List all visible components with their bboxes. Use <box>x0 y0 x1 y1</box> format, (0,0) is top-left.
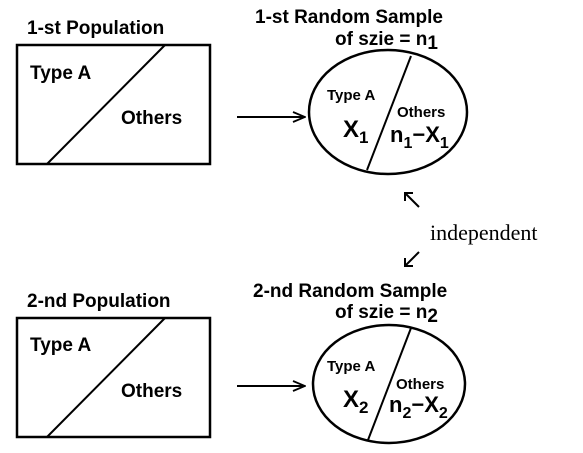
independence-arrow-down-icon <box>404 251 420 267</box>
population-2-divider <box>46 317 166 438</box>
sample-1-others-label: Others <box>397 104 445 121</box>
sample-2-type-a-label: Type A <box>327 358 376 375</box>
independence-arrow-down-head-icon <box>404 258 413 267</box>
sample-1-size-label: of szie = n1 <box>335 29 438 54</box>
sample-2-type-a-count: X2 <box>343 386 368 417</box>
sample-2-ellipse <box>311 323 467 445</box>
sample-2-others-label: Others <box>396 376 444 393</box>
independence-arrow-up-head-icon <box>404 192 413 201</box>
population-1-box <box>15 43 212 166</box>
independence-label: independent <box>430 220 538 245</box>
second-group: 2-nd Population Type A Others 2-nd Rando… <box>15 281 467 445</box>
sample-2-title: 2-nd Random Sample <box>253 281 447 302</box>
population-1-divider <box>46 44 166 165</box>
sample-1-ellipse <box>307 48 469 176</box>
sample-1-others-count: n1−X1 <box>390 122 449 152</box>
population-1-type-a-label: Type A <box>30 63 92 84</box>
sample-1-divider <box>366 55 412 171</box>
population-1-title: 1-st Population <box>27 18 164 39</box>
sample-1-type-a-count: X1 <box>343 116 368 147</box>
sample-1-type-a-label: Type A <box>327 87 376 104</box>
independence-indicator: independent <box>404 192 538 267</box>
population-2-others-label: Others <box>121 381 182 402</box>
population-1-others-label: Others <box>121 108 182 129</box>
sample-2-divider <box>367 327 412 441</box>
first-group: 1-st Population Type A Others 1-st Rando… <box>15 7 469 176</box>
sample-2-size-label: of szie = n2 <box>335 302 438 327</box>
sample-1-title: 1-st Random Sample <box>255 7 443 28</box>
sample-2-others-count: n2−X2 <box>389 392 448 422</box>
population-2-box <box>15 316 212 439</box>
population-2-type-a-label: Type A <box>30 335 92 356</box>
population-2-title: 2-nd Population <box>27 291 171 312</box>
independence-arrow-up-icon <box>404 192 420 208</box>
